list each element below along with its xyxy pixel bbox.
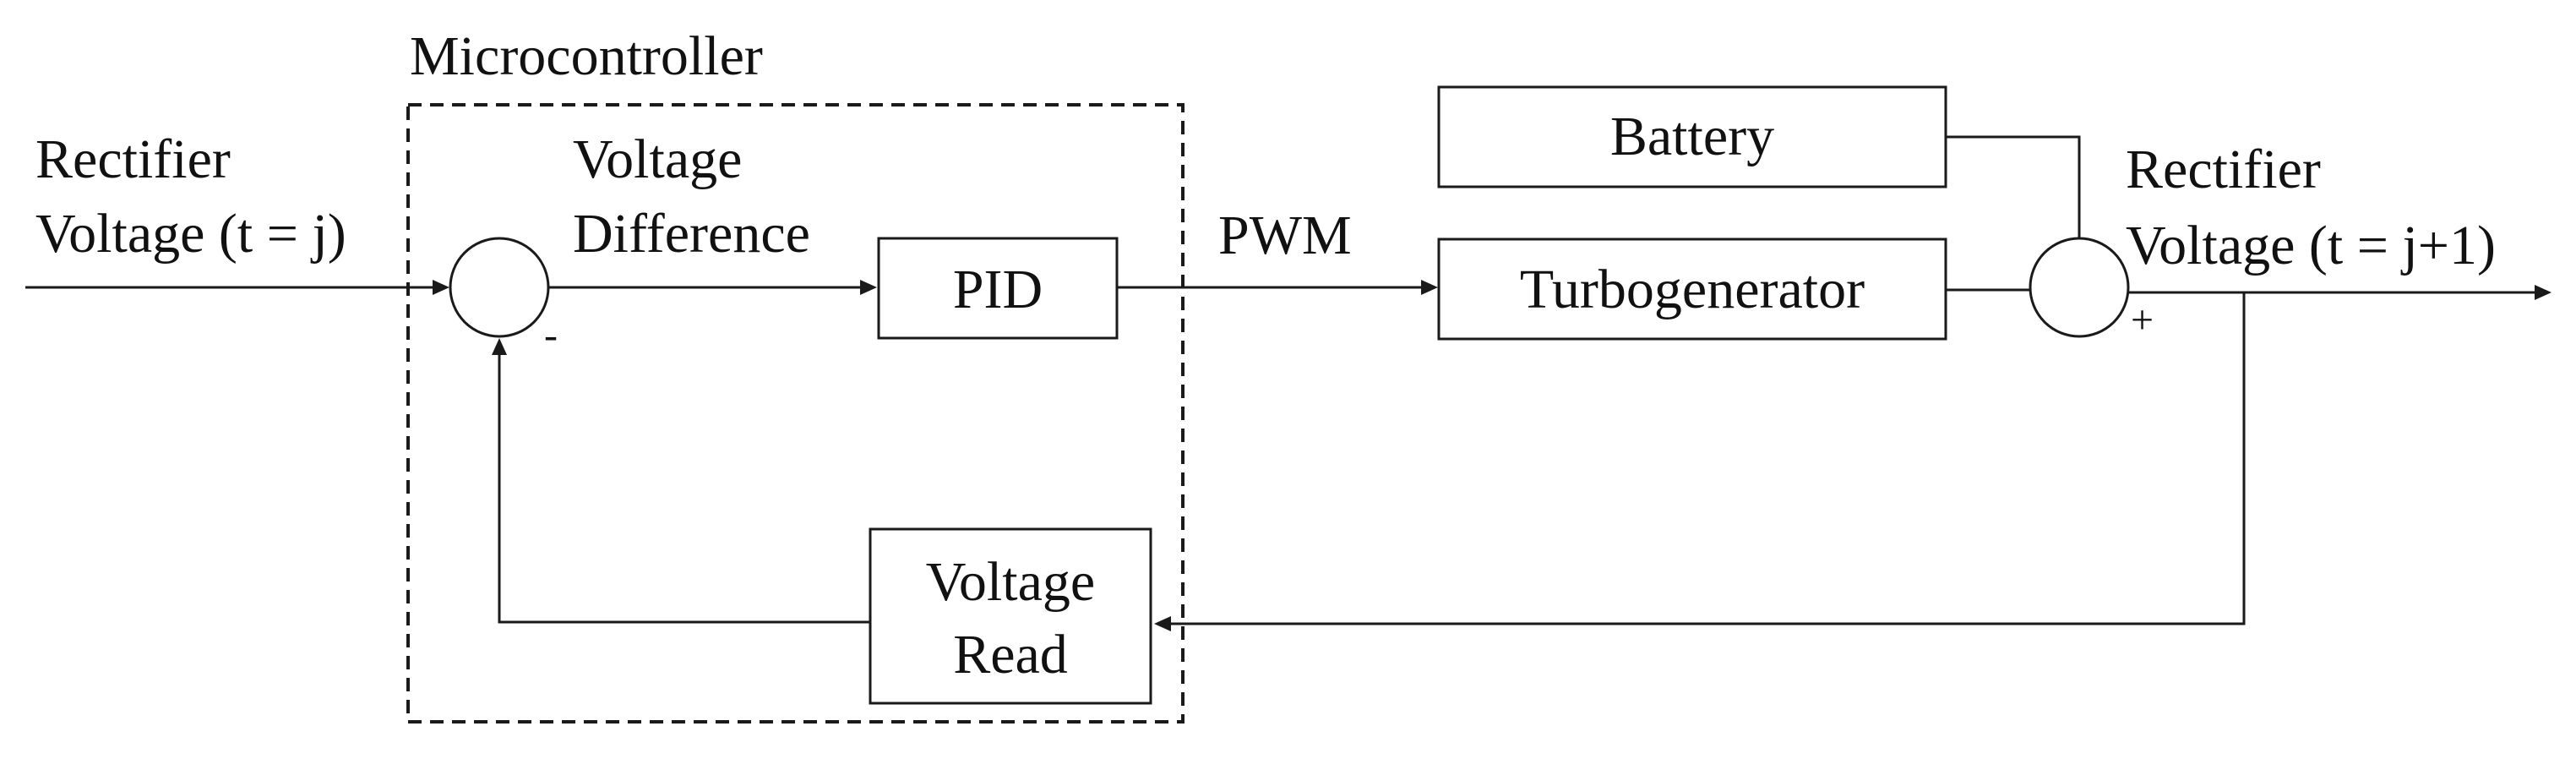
measured-voltage-arrowhead <box>492 338 507 355</box>
battery-label: Battery <box>1610 106 1774 167</box>
summer-plus-sign: + <box>2131 298 2154 342</box>
output-arrowhead <box>2535 285 2551 300</box>
turbogenerator-block <box>1437 238 1947 341</box>
input-label-line1: Rectifier <box>35 128 231 190</box>
microcontroller-boundary <box>406 103 1185 724</box>
comparator-circle <box>449 237 550 338</box>
pwm-label: PWM <box>1218 205 1352 266</box>
error-signal-arrowhead <box>860 280 877 295</box>
output-label-line1: Rectifier <box>2126 139 2321 200</box>
pid-label: PID <box>953 259 1043 320</box>
voltage-read-label-line1: Voltage <box>926 551 1095 613</box>
measured-voltage-line <box>498 355 870 624</box>
voltage-difference-label-line1: Voltage <box>573 128 742 190</box>
voltage-read-block <box>869 527 1152 705</box>
pid-block <box>877 237 1119 340</box>
voltage-difference-label-line2: Difference <box>573 203 810 265</box>
summer-circle <box>2029 237 2130 338</box>
feedback-arrowhead <box>1154 616 1171 631</box>
feedback-line <box>1171 292 2246 625</box>
output-label-line2: Voltage (t = j+1) <box>2126 215 2496 276</box>
turbogenerator-label: Turbogenerator <box>1520 259 1865 320</box>
comparator-minus-sign: - <box>544 313 558 358</box>
voltage-read-label-line2: Read <box>953 624 1068 685</box>
input-label-line2: Voltage (t = j) <box>35 203 346 265</box>
microcontroller-label: Microcontroller <box>410 25 763 87</box>
battery-connection-line <box>1946 135 2081 238</box>
pwm-arrowhead <box>1421 280 1438 295</box>
input-arrowhead <box>433 280 449 295</box>
